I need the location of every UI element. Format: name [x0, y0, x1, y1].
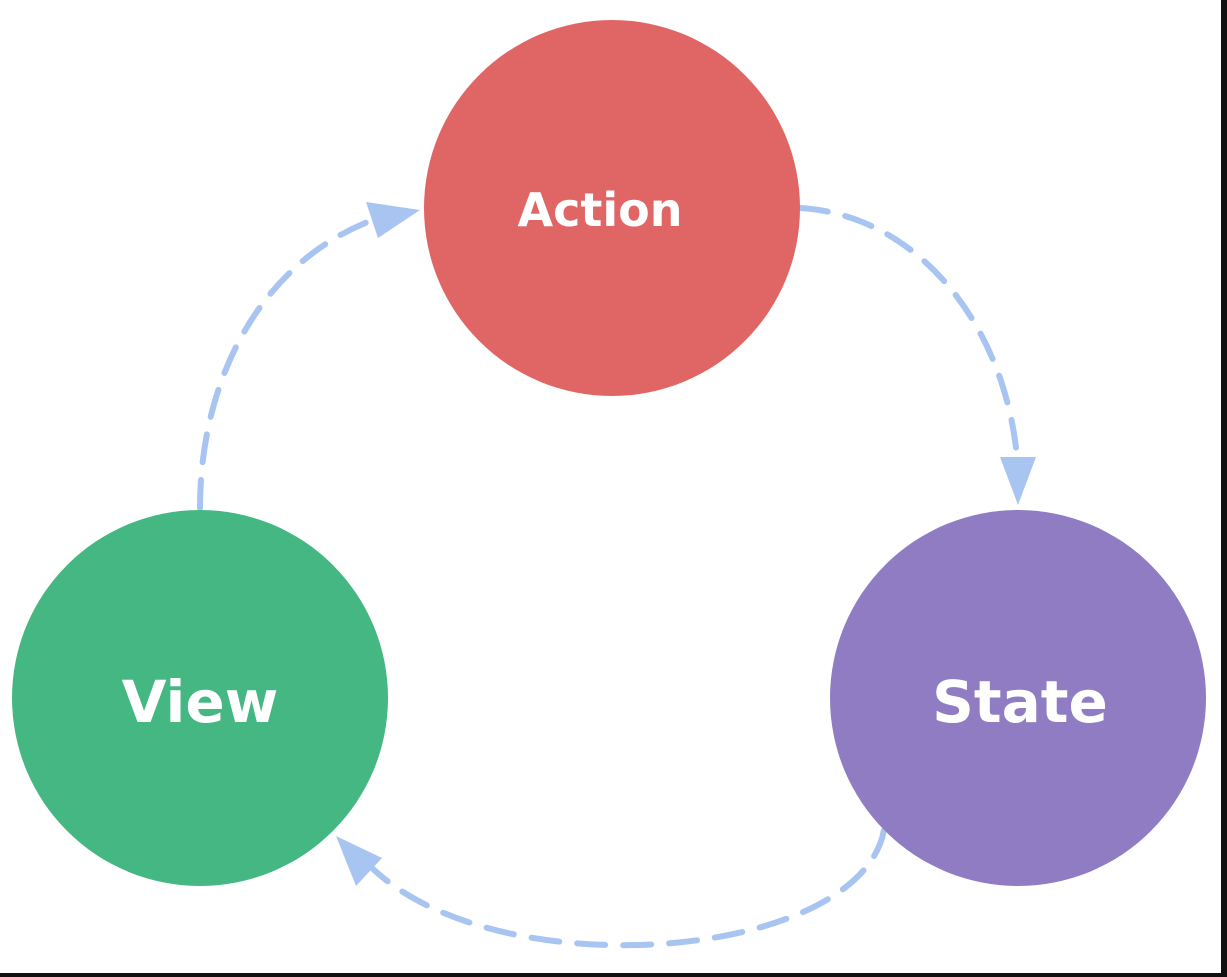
edge-view-to-action — [197, 202, 420, 511]
node-action-circle — [424, 20, 800, 396]
edge-view-to-action-arrowhead — [366, 202, 420, 238]
node-action: Action — [424, 20, 800, 396]
node-state-circle — [830, 510, 1206, 886]
edge-state-to-view — [336, 827, 887, 949]
edge-action-to-state-arrowhead — [1000, 457, 1036, 505]
node-state: State — [830, 510, 1206, 886]
node-state-label: State — [932, 668, 1108, 736]
node-view-circle — [12, 510, 388, 886]
edge-action-to-state — [797, 205, 1036, 505]
edge-state-to-view-arrowhead — [336, 836, 382, 886]
edge-state-to-view-line — [369, 827, 887, 949]
node-action-label: Action — [518, 183, 683, 237]
edge-view-to-action-line — [197, 215, 381, 511]
node-view: View — [12, 510, 388, 886]
node-view-label: View — [122, 668, 279, 736]
edge-action-to-state-line — [797, 205, 1021, 473]
